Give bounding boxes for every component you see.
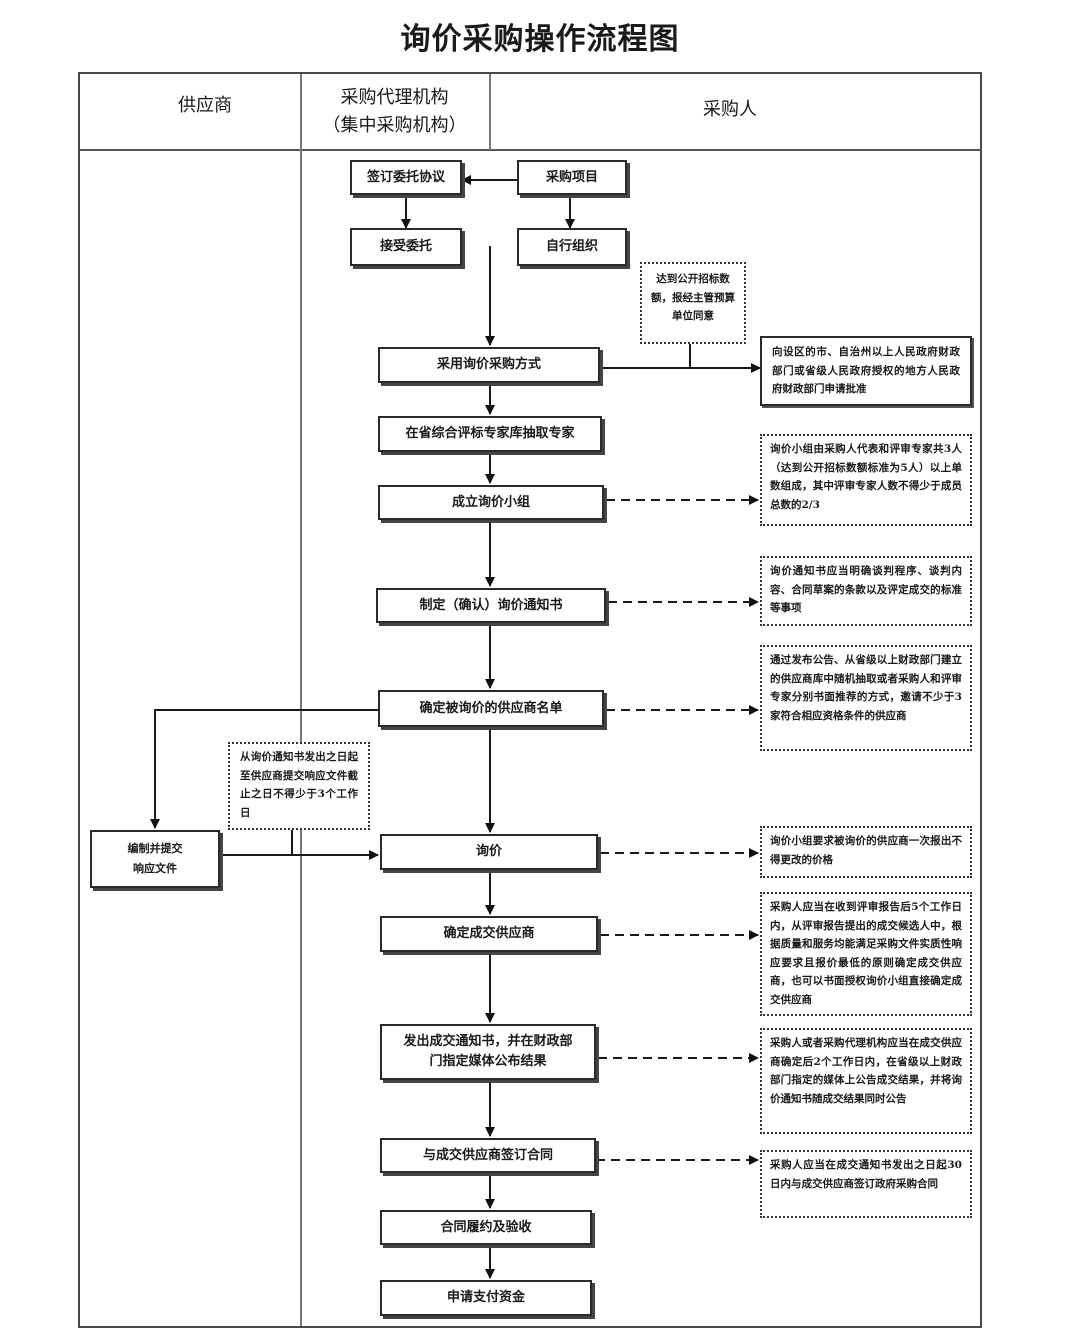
box-procurement-project: 采购项目: [517, 160, 627, 195]
lane-agency-label-line2: （集中采购机构）: [322, 115, 467, 136]
box-prepare-response: 编制并提交 响应文件: [90, 830, 220, 888]
box-adopt-inquiry: 采用询价采购方式: [378, 347, 600, 383]
note-group-rule: 询价小组由采购人代表和评审专家共3人（达到公开招标数额标准为5人）以上单数组成，…: [760, 434, 972, 526]
box-procurement-project-label: 采购项目: [545, 169, 598, 185]
note-deadline-rule: 从询价通知书发出之日起至供应商提交响应文件截止之日不得少于3个工作日: [228, 742, 370, 830]
lane-agency-label-line1: 采购代理机构: [340, 87, 449, 108]
box-issue-notice-label-line2: 门指定媒体公布结果: [429, 1054, 547, 1069]
lane-supplier-label: 供应商: [178, 95, 232, 116]
note-publish-rule-text: 采购人或者采购代理机构应当在成交供应商确定后2个工作日内，在省级以上财政部门指定…: [770, 1037, 962, 1105]
box-draw-experts: 在省综合评标专家库抽取专家: [378, 416, 602, 452]
box-sign-contract: 与成交供应商签订合同: [380, 1138, 596, 1173]
box-form-group-label: 成立询价小组: [451, 494, 530, 510]
box-sign-contract-label: 与成交供应商签订合同: [422, 1147, 553, 1163]
box-acceptance: 合同履约及验收: [380, 1210, 592, 1245]
note-notice-rule: 询价通知书应当明确谈判程序、谈判内容、合同草案的条款以及评定成交的标准等事项: [760, 556, 972, 626]
box-apply-payment-label: 申请支付资金: [446, 1290, 525, 1305]
box-adopt-inquiry-label: 采用询价采购方式: [436, 357, 541, 372]
box-form-group: 成立询价小组: [378, 485, 604, 520]
diagram-frame: [78, 72, 982, 1328]
lane-header-supplier: 供应商: [110, 92, 300, 120]
lane-divider-left: [300, 74, 302, 1326]
note-approval-text: 向设区的市、自治州以上人民政府财政部门或省级人民政府授权的地方人民政府财政部门申…: [772, 346, 960, 395]
box-inquiry: 询价: [380, 834, 598, 870]
box-prepare-response-label-line1: 编制并提交: [127, 842, 183, 855]
box-accept-entrust-label: 接受委托: [379, 239, 432, 254]
box-self-organize-label: 自行组织: [545, 239, 598, 254]
note-threshold-text: 达到公开招标数额，报经主管预算单位同意: [651, 273, 735, 322]
lane-header-agency: 采购代理机构 （集中采购机构）: [300, 84, 489, 140]
note-deadline-rule-text: 从询价通知书发出之日起至供应商提交响应文件截止之日不得少于3个工作日: [240, 751, 358, 819]
box-determine-winner-label: 确定成交供应商: [443, 926, 535, 941]
box-issue-notice-label-line1: 发出成交通知书，并在财政部: [403, 1034, 573, 1049]
note-group-rule-text: 询价小组由采购人代表和评审专家共3人（达到公开招标数额标准为5人）以上单数组成，…: [770, 443, 962, 511]
note-notice-rule-text: 询价通知书应当明确谈判程序、谈判内容、合同草案的条款以及评定成交的标准等事项: [770, 565, 962, 614]
box-confirm-suppliers-label: 确定被询价的供应商名单: [419, 700, 563, 716]
note-winner-rule-text: 采购人应当在收到评审报告后5个工作日内，从评审报告提出的成交候选人中，根据质量和…: [770, 901, 962, 1006]
box-confirm-suppliers: 确定被询价的供应商名单: [378, 690, 604, 727]
lane-header-purchaser: 采购人: [620, 96, 840, 124]
note-winner-rule: 采购人应当在收到评审报告后5个工作日内，从评审报告提出的成交候选人中，根据质量和…: [760, 892, 972, 1016]
note-contract-rule-text: 采购人应当在成交通知书发出之日起30日内与成交供应商签订政府采购合同: [770, 1159, 962, 1190]
header-divider: [80, 149, 982, 151]
box-self-organize: 自行组织: [517, 228, 627, 266]
box-issue-notice: 发出成交通知书，并在财政部 门指定媒体公布结果: [380, 1024, 596, 1080]
box-prepare-response-label-line2: 响应文件: [133, 862, 177, 875]
note-supplier-rule-text: 通过发布公告、从省级以上财政部门建立的供应商库中随机抽取或者采购人和评审专家分别…: [770, 654, 962, 722]
note-supplier-rule: 通过发布公告、从省级以上财政部门建立的供应商库中随机抽取或者采购人和评审专家分别…: [760, 645, 972, 751]
box-determine-winner: 确定成交供应商: [380, 916, 598, 952]
box-make-notice: 制定（确认）询价通知书: [376, 588, 606, 623]
note-threshold: 达到公开招标数额，报经主管预算单位同意: [640, 262, 746, 344]
box-sign-agreement-label: 签订委托协议: [366, 169, 445, 185]
lane-divider-right: [489, 74, 491, 150]
page-title: 询价采购操作流程图: [400, 22, 680, 57]
box-apply-payment: 申请支付资金: [380, 1280, 592, 1316]
note-contract-rule: 采购人应当在成交通知书发出之日起30日内与成交供应商签订政府采购合同: [760, 1150, 972, 1218]
box-draw-experts-label: 在省综合评标专家库抽取专家: [405, 426, 575, 441]
note-price-rule-text: 询价小组要求被询价的供应商一次报出不得更改的价格: [770, 835, 962, 866]
box-inquiry-label: 询价: [475, 844, 502, 859]
lane-purchaser-label: 采购人: [703, 99, 757, 120]
note-approval: 向设区的市、自治州以上人民政府财政部门或省级人民政府授权的地方人民政府财政部门申…: [760, 336, 972, 406]
box-accept-entrust: 接受委托: [350, 228, 462, 266]
box-sign-agreement: 签订委托协议: [350, 160, 462, 195]
arrow-suppliers-to-response: [150, 709, 378, 829]
note-publish-rule: 采购人或者采购代理机构应当在成交供应商确定后2个工作日内，在省级以上财政部门指定…: [760, 1028, 972, 1134]
box-acceptance-label: 合同履约及验收: [440, 1219, 532, 1235]
note-price-rule: 询价小组要求被询价的供应商一次报出不得更改的价格: [760, 826, 972, 878]
box-make-notice-label: 制定（确认）询价通知书: [419, 597, 563, 613]
